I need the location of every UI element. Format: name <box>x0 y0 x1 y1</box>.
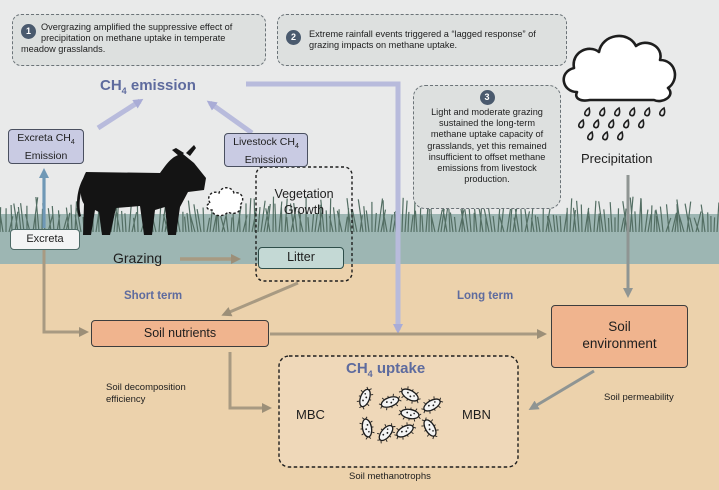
ch4-emission-subscript: 4 <box>121 86 127 96</box>
excreta-to-nutrients-arrow <box>42 250 89 337</box>
cow-icon <box>76 145 206 235</box>
note-2-text: Extreme rainfall events triggered a “lag… <box>309 29 536 51</box>
note-3-badge: 3 <box>479 90 495 105</box>
mbn-label: MBN <box>462 407 491 422</box>
soil-environment-box: Soil environment <box>551 305 688 368</box>
nutrients-to-uptake-arrow <box>228 352 272 413</box>
vegetation-growth-label: Vegetation Growth <box>256 186 352 218</box>
soil-nutrients-box: Soil nutrients <box>91 320 269 347</box>
ch4-uptake-title: CH4 uptake <box>346 360 425 379</box>
environment-to-uptake-arrow <box>528 369 595 411</box>
note-2: 2 Extreme rainfall events triggered a “l… <box>277 14 567 66</box>
vegetation-dashed-frame <box>255 166 353 282</box>
note-2-badge: 2 <box>286 30 301 45</box>
ch4-uptake-prefix: CH <box>346 360 368 377</box>
note-1-badge: 1 <box>21 24 36 39</box>
excreta-ch4-subscript: 4 <box>70 139 75 147</box>
ch4-emission-suffix: emission <box>126 77 196 94</box>
excreta-ch4-label: Excreta CH <box>17 132 71 144</box>
litter-to-nutrients-arrow <box>221 281 299 317</box>
mbc-label: MBC <box>296 407 325 422</box>
livestock-to-emission-arrow <box>206 100 254 136</box>
soil-decomposition-line2: efficiency <box>106 394 146 405</box>
note-1: 1 Overgrazing amplified the suppressive … <box>12 14 266 66</box>
vegetation-line1: Vegetation <box>274 187 334 201</box>
vegetation-line2: Growth <box>283 203 325 217</box>
ch4-uptake-suffix: uptake <box>372 360 426 377</box>
soil-background <box>0 262 719 490</box>
livestock-ch4-emission-box: Livestock CH4 Emission <box>224 133 308 167</box>
rain-cloud-icon <box>562 34 677 141</box>
soil-methanotrophs-label: Soil methanotrophs <box>349 471 431 482</box>
grazing-label: Grazing <box>113 250 163 266</box>
excreta-to-emission-arrow <box>96 98 144 131</box>
livestock-ch4-label: Livestock CH <box>233 136 295 148</box>
litter-box: Litter <box>258 247 344 269</box>
note-3: 3 Light and moderate grazing sustained t… <box>413 85 561 209</box>
short-term-label: Short term <box>124 290 183 302</box>
note-1-text: Overgrazing amplified the suppressive ef… <box>21 22 233 55</box>
excreta-ch4-label-line2: Emission <box>24 149 68 162</box>
soil-environment-line2: environment <box>582 336 657 351</box>
ch4-uptake-frame <box>278 355 519 468</box>
breath-cloud-icon <box>206 187 244 217</box>
precipitation-label: Precipitation <box>581 151 653 166</box>
long-term-label: Long term <box>457 290 514 302</box>
ch4-emission-title: CH4 emission <box>100 77 230 96</box>
soil-decomposition-label: Soil decomposition efficiency <box>106 382 186 406</box>
excreta-ch4-emission-box: Excreta CH4 Emission <box>8 129 84 164</box>
note-3-text: Light and moderate grazing sustained the… <box>427 107 547 185</box>
livestock-ch4-subscript: 4 <box>294 143 299 151</box>
soil-environment-line1: Soil <box>608 319 631 334</box>
ch4-uptake-subscript: 4 <box>367 369 373 379</box>
excreta-box: Excreta <box>10 229 80 250</box>
soil-permeability-label: Soil permeability <box>604 392 674 403</box>
livestock-ch4-label-line2: Emission <box>244 153 288 166</box>
soil-decomposition-line1: Soil decomposition <box>106 382 186 393</box>
emission-to-uptake-arrow <box>246 81 403 334</box>
ch4-emission-prefix: CH <box>100 77 122 94</box>
